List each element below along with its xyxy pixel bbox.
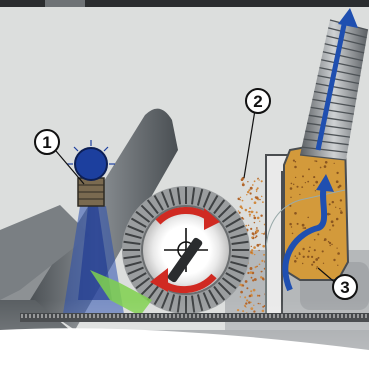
callout-label: 3: [340, 278, 349, 297]
sensor-cap: [75, 148, 107, 180]
callout-label: 2: [253, 92, 262, 111]
callout-2: 2: [246, 89, 270, 113]
callout-label: 1: [42, 133, 51, 152]
callout-3: 3: [333, 275, 357, 299]
callout-1: 1: [35, 130, 59, 154]
